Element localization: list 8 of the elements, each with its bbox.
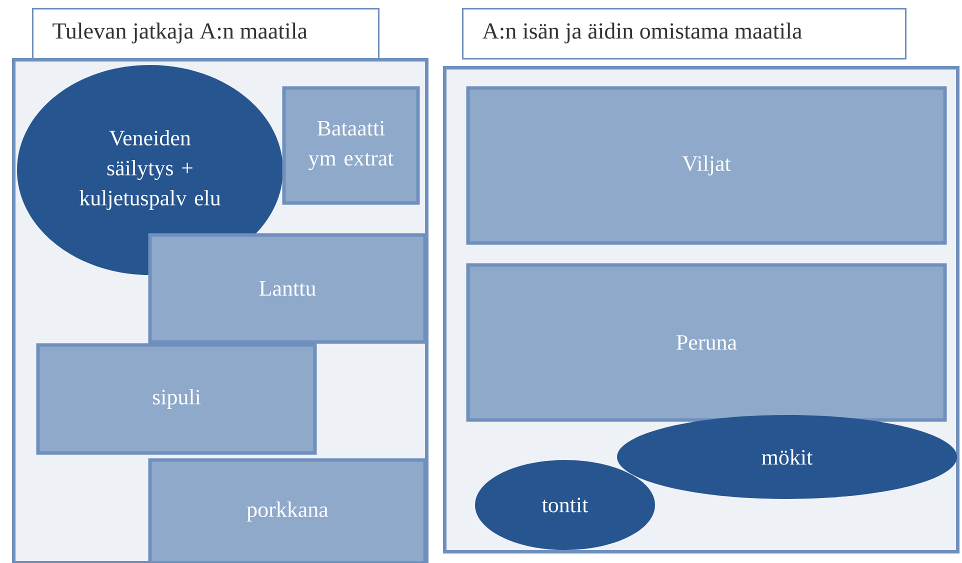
box: Bataatti ym extrat: [282, 86, 420, 205]
box: sipuli: [36, 343, 317, 455]
box: Viljat: [466, 86, 947, 245]
box: porkkana: [148, 458, 427, 563]
box: Lanttu: [148, 233, 427, 344]
box: Peruna: [466, 263, 947, 422]
node-label: A:n isän ja äidin omistama maatila: [482, 22, 802, 44]
node-label: Tulevan jatkaja A:n maatila: [52, 22, 308, 44]
